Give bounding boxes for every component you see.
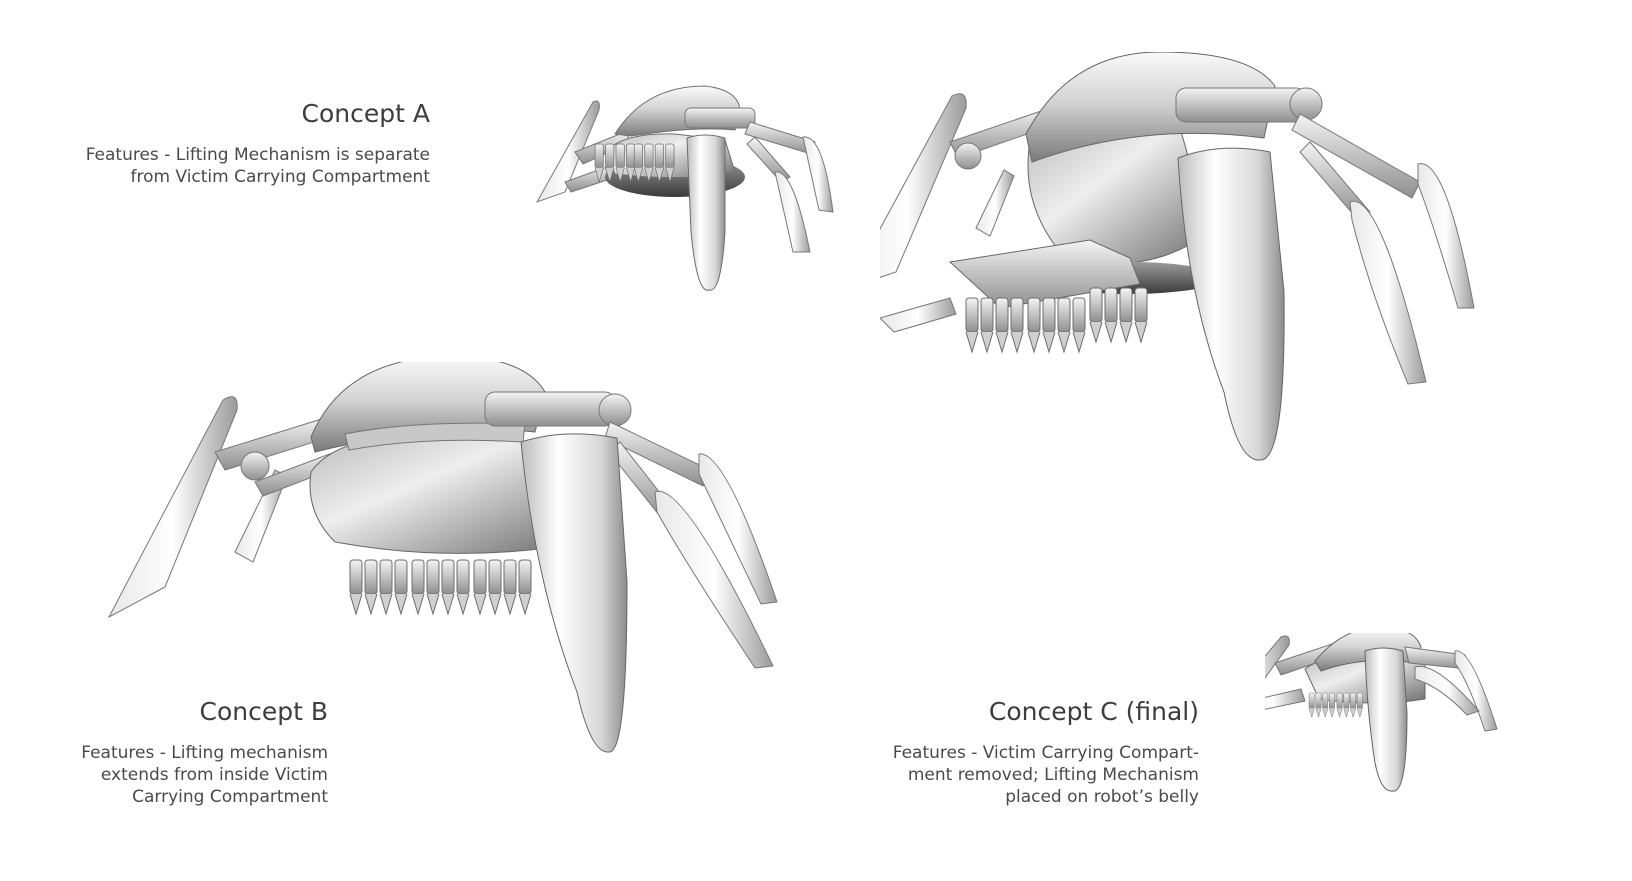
- concept-a-right-claw: [802, 136, 834, 213]
- concept-c-right-claw: [1417, 163, 1475, 309]
- concept-c-hip-joint: [954, 142, 982, 170]
- concept-c-small-front-leg: [1364, 647, 1408, 792]
- concept-c-small-right-claw: [1454, 650, 1498, 732]
- concept-c-small-lifting-fork: [1265, 688, 1306, 710]
- concept-b-hip-joint: [240, 451, 270, 481]
- concept-a-desc-line: from Victim Carrying Compartment: [130, 167, 430, 187]
- concept-c-title: Concept C (final): [988, 697, 1199, 726]
- concept-a-title: Concept A: [301, 99, 430, 128]
- concept-b-title: Concept B: [199, 697, 329, 726]
- concept-b-lifting-mechanism: [349, 559, 532, 615]
- concept-a-right-claw: [774, 171, 811, 253]
- concept-c-lifting-fork: [880, 297, 957, 333]
- concept-a-desc-line: Features - Lifting Mechanism is separate: [85, 145, 430, 165]
- concept-b-shoulder-joint: [598, 393, 632, 427]
- concept-c-desc-line: Features - Victim Carrying Compart-: [892, 743, 1199, 763]
- concept-b-desc-line: Features - Lifting mechanism: [81, 743, 328, 763]
- concept-a-description: Features - Lifting Mechanism is separate…: [70, 144, 430, 188]
- concept-b-left-claw: [107, 396, 238, 619]
- concept-c-desc-line: placed on robot’s belly: [1005, 787, 1199, 807]
- concept-b-front-leg: [520, 433, 628, 753]
- concept-b-right-claw: [698, 453, 778, 605]
- concept-c-small-robot-render: [1265, 633, 1498, 792]
- concept-c-shoulder-joint: [1289, 87, 1323, 121]
- concept-a-front-leg: [686, 134, 726, 291]
- concept-b-robot-render: [107, 362, 778, 753]
- concept-b-right-claw: [654, 490, 774, 669]
- concept-b-right-arm: [604, 421, 711, 487]
- concept-c-left-claw: [880, 93, 967, 278]
- concept-c-description: Features - Victim Carrying Compart- ment…: [859, 742, 1199, 808]
- concept-c-shell: [1025, 52, 1276, 163]
- concept-c-shoulder-joint: [1175, 87, 1307, 123]
- concept-c-robot-render: [880, 52, 1475, 461]
- concept-a-robot-render: [535, 85, 834, 291]
- concept-a-shoulder-joint: [684, 107, 756, 129]
- concept-c-left-claw: [975, 169, 1015, 237]
- concept-a-left-claw: [535, 100, 600, 203]
- concept-b-shoulder-joint: [484, 391, 616, 427]
- concept-c-desc-line: ment removed; Lifting Mechanism: [907, 765, 1199, 785]
- concept-b-caption: Concept B Features - Lifting mechanism e…: [8, 696, 328, 808]
- concept-c-front-leg: [1177, 147, 1285, 461]
- concept-b-desc-line: Carrying Compartment: [132, 787, 328, 807]
- concept-a-caption: Concept A Features - Lifting Mechanism i…: [70, 98, 430, 188]
- concept-c-small-right-claw: [1414, 665, 1480, 716]
- concept-c-right-claw: [1349, 200, 1427, 385]
- concept-c-small-left-claw: [1265, 635, 1290, 679]
- concept-c-caption: Concept C (final) Features - Victim Carr…: [859, 696, 1199, 808]
- concept-c-right-arm: [1291, 113, 1421, 199]
- concept-b-desc-line: extends from inside Victim: [100, 765, 328, 785]
- concept-b-description: Features - Lifting mechanism extends fro…: [8, 742, 328, 808]
